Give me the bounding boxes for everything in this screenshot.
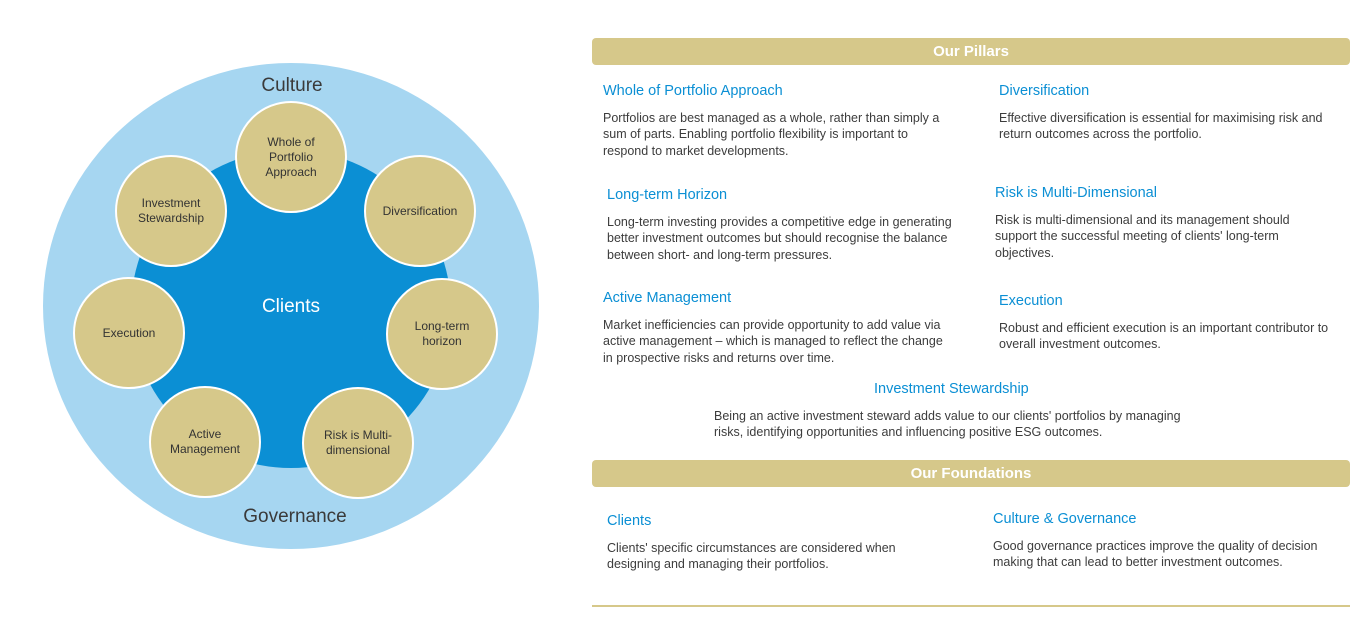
pillar-title: Execution: [999, 293, 1063, 309]
node-diversification: Diversification: [364, 155, 476, 267]
pillar-execution: Execution Robust and efficient execution…: [999, 293, 1344, 353]
pillar-whole-of-portfolio: Whole of Portfolio Approach Portfolios a…: [603, 83, 953, 159]
foundations-header: Our Foundations: [592, 460, 1350, 487]
pillar-text: Risk is multi-dimensional and its manage…: [995, 213, 1290, 260]
pillar-title: Whole of Portfolio Approach: [603, 83, 783, 99]
pillar-text: Market inefficiencies can provide opport…: [603, 318, 943, 365]
pillars-header: Our Pillars: [592, 38, 1350, 65]
pillar-risk-multi-dimensional: Risk is Multi-Dimensional Risk is multi-…: [995, 185, 1315, 261]
bottom-divider: [592, 605, 1350, 607]
pillar-text: Portfolios are best managed as a whole, …: [603, 111, 940, 158]
node-active-management: Active Management: [149, 386, 261, 498]
node-long-term-horizon: Long-term horizon: [386, 278, 498, 390]
pillar-text: Robust and efficient execution is an imp…: [999, 321, 1329, 352]
pillar-title: Investment Stewardship: [874, 381, 1029, 397]
pillar-active-management: Active Management Market inefficiencies …: [603, 290, 948, 366]
foundation-culture-governance: Culture & Governance Good governance pra…: [993, 511, 1345, 571]
pillar-title: Active Management: [603, 290, 732, 306]
node-execution: Execution: [73, 277, 185, 389]
pillar-text: Effective diversification is essential f…: [999, 111, 1323, 142]
node-risk-multi-dimensional: Risk is Multi- dimensional: [302, 387, 414, 499]
node-whole-of-portfolio: Whole of Portfolio Approach: [235, 101, 347, 213]
pillar-long-term-horizon: Long-term Horizon Long-term investing pr…: [607, 187, 967, 263]
governance-label: Governance: [243, 506, 347, 527]
pillars-diagram: Culture Governance Clients Whole of Port…: [0, 0, 580, 629]
pillar-title: Risk is Multi-Dimensional: [995, 185, 1157, 201]
node-investment-stewardship: Investment Stewardship: [115, 155, 227, 267]
pillar-text: Long-term investing provides a competiti…: [607, 215, 952, 262]
foundation-title: Culture & Governance: [993, 511, 1137, 527]
pillar-title: Diversification: [999, 83, 1090, 99]
foundation-text: Good governance practices improve the qu…: [993, 539, 1318, 570]
culture-label: Culture: [261, 75, 323, 96]
pillar-investment-stewardship: Investment Stewardship Being an active i…: [714, 381, 1194, 441]
clients-label: Clients: [261, 296, 321, 317]
pillar-title: Long-term Horizon: [607, 187, 728, 203]
foundation-clients: Clients Clients' specific circumstances …: [607, 513, 927, 573]
pillar-diversification: Diversification Effective diversificatio…: [999, 83, 1329, 143]
pillar-text: Being an active investment steward adds …: [714, 409, 1181, 440]
foundation-title: Clients: [607, 513, 652, 529]
foundation-text: Clients' specific circumstances are cons…: [607, 541, 896, 572]
